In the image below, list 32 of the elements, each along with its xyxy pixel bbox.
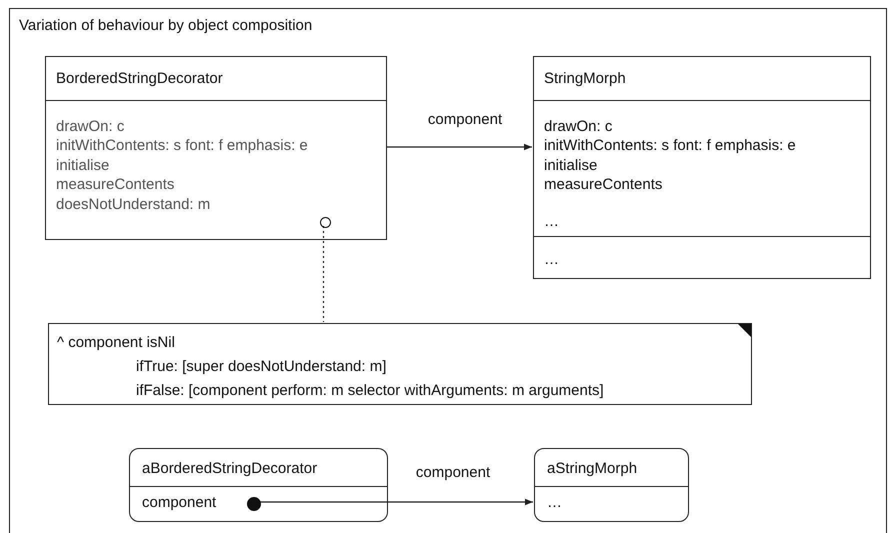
method-text: …: [544, 251, 559, 269]
note-code-line: ifFalse: [component perform: m selector withArguments: m arguments]: [136, 382, 604, 400]
method-text: initialise: [56, 157, 110, 175]
object-box: [129, 448, 388, 522]
method-text: initWithContents: s font: f emphasis: e: [56, 137, 308, 155]
method-text: drawOn: c: [56, 118, 124, 136]
note-code-line: ^ component isNil: [57, 334, 175, 352]
note-box: [48, 323, 752, 405]
method-text: initWithContents: s font: f emphasis: e: [544, 137, 796, 155]
arrow: [386, 144, 532, 150]
class-name: BorderedStringDecorator: [56, 70, 223, 88]
method-text: initialise: [544, 157, 598, 175]
port-circle: [320, 217, 331, 228]
method-text: doesNotUnderstand: m: [56, 196, 210, 214]
method-text: drawOn: c: [544, 118, 612, 136]
frame-label: Variation of behaviour by object composition: [19, 17, 312, 35]
method-text: measureContents: [56, 176, 174, 194]
attribute-text: component: [142, 494, 216, 512]
method-text: …: [544, 213, 559, 231]
edge-label: component: [426, 111, 504, 129]
reference-dot: [247, 497, 261, 511]
edge-label: component: [414, 464, 492, 482]
attribute-text: …: [547, 494, 562, 512]
object-box: [534, 448, 689, 522]
object-name: aStringMorph: [547, 460, 638, 478]
class-name: StringMorph: [544, 70, 626, 88]
class-box: [533, 56, 871, 279]
object-name: aBorderedStringDecorator: [142, 460, 318, 478]
method-text: measureContents: [544, 176, 662, 194]
class-box: [45, 56, 387, 240]
note-code-line: ifTrue: [super doesNotUnderstand: m]: [136, 358, 386, 376]
arrow: [259, 498, 533, 506]
